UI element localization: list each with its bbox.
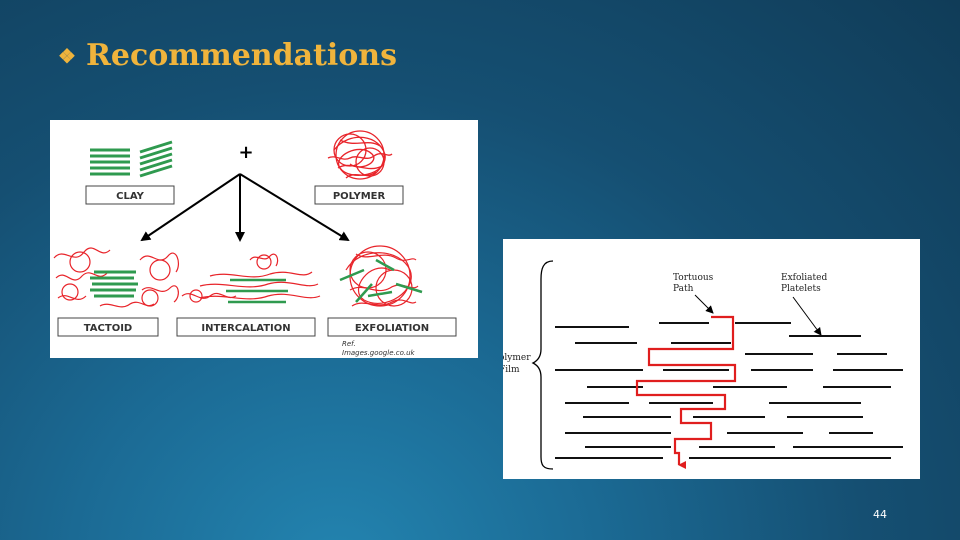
tortuous-path-label-2: Path <box>673 284 694 294</box>
tortuous-path-diagram: Tortuous Path Exfoliated Platelets olyme… <box>503 260 903 470</box>
exfoliated-platelets-label-1: Exfoliated <box>781 273 827 283</box>
intercalation-label-box <box>176 317 316 337</box>
clay-platelets <box>555 322 903 459</box>
polymer-label: POLYMER <box>333 191 386 202</box>
reaction-arrows <box>140 173 350 242</box>
plus-sign: + <box>238 142 253 163</box>
diamond-bullet-icon: ❖ <box>58 43 76 68</box>
ref-source: Images.google.co.uk <box>342 349 416 357</box>
polymer-film-label-1: olymer <box>503 353 531 363</box>
film-bracket <box>531 260 554 470</box>
morphology-diagram: + CLAY POLYMER <box>53 130 457 357</box>
intercalation-label: INTERCALATION <box>201 323 290 334</box>
exfoliation-label-box <box>327 317 457 337</box>
clay-label-box <box>85 185 175 205</box>
tortuous-path-label-1: Tortuous <box>673 273 714 283</box>
polymer-film-label-2: Film <box>503 365 520 375</box>
exfoliation-label: EXFOLIATION <box>355 323 429 334</box>
ref-label: Ref. <box>342 340 356 348</box>
tactoid-structure-icon <box>53 247 180 308</box>
page-number: 44 <box>873 508 887 521</box>
polymer-label-box <box>314 185 404 205</box>
slide-title-text: Recommendations <box>85 38 397 73</box>
tactoid-label: TACTOID <box>84 323 132 334</box>
exfoliated-platelets-label-2: Platelets <box>781 284 821 294</box>
clay-stack-icon <box>90 140 173 178</box>
exfoliation-structure-icon <box>339 245 423 307</box>
tortuous-diffusion-path <box>635 315 737 469</box>
slide-title: ❖ Recommendations <box>58 38 397 73</box>
clay-label: CLAY <box>116 191 144 202</box>
tortuous-path-figure: Tortuous Path Exfoliated Platelets olyme… <box>503 239 920 479</box>
platelet-pointer-arrow <box>792 296 822 336</box>
tortuous-pointer-arrow <box>694 294 714 314</box>
intercalation-structure-icon <box>181 253 321 304</box>
tactoid-label-box <box>57 317 159 337</box>
nanocomposite-morphology-figure: + CLAY POLYMER <box>50 120 478 358</box>
polymer-coil-icon <box>327 130 393 180</box>
